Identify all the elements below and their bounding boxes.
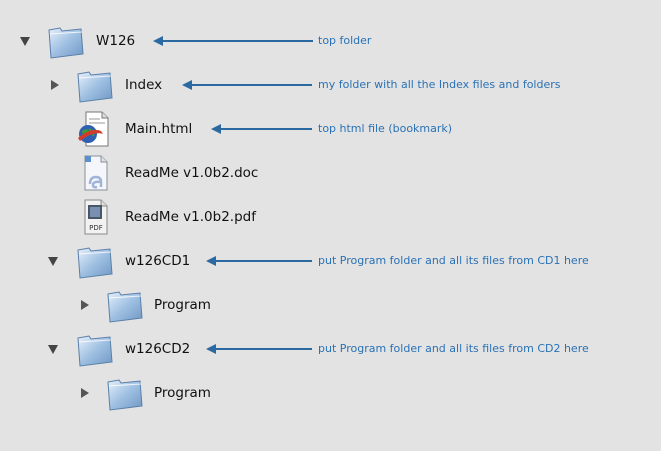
pdf-badge-text: PDF (89, 224, 103, 232)
item-label[interactable]: w126CD1 (125, 253, 191, 269)
tree-row-program-cd1[interactable]: Program (0, 283, 661, 327)
tree-row-w126cd1[interactable]: w126CD1 put Program folder and all its f… (0, 239, 661, 283)
folder-icon[interactable] (105, 373, 145, 413)
disclosure-triangle-expanded-icon[interactable] (48, 345, 58, 354)
disclosure-triangle-collapsed-icon[interactable] (81, 300, 89, 310)
tree-row-readme-doc[interactable]: ReadMe v1.0b2.doc (0, 151, 661, 195)
folder-icon[interactable] (46, 21, 86, 61)
item-label[interactable]: ReadMe v1.0b2.doc (125, 165, 259, 181)
pointer-arrow (206, 256, 312, 266)
pointer-arrow (182, 80, 312, 90)
item-label[interactable]: Program (154, 297, 211, 313)
annotation-label: my folder with all the Index files and f… (318, 78, 561, 91)
folder-icon[interactable] (75, 329, 115, 369)
annotation-label: put Program folder and all its files fro… (318, 254, 589, 267)
folder-icon[interactable] (75, 241, 115, 281)
item-label[interactable]: Program (154, 385, 211, 401)
tree-row-readme-pdf[interactable]: PDF ReadMe v1.0b2.pdf (0, 195, 661, 239)
item-label[interactable]: Main.html (125, 121, 193, 137)
pointer-arrow (211, 124, 312, 134)
item-label[interactable]: Index (125, 77, 163, 93)
annotation-label: top folder (318, 34, 372, 47)
tree-row-w126[interactable]: W126 top folder (0, 19, 661, 63)
pointer-arrow (153, 36, 313, 46)
disclosure-triangle-collapsed-icon[interactable] (81, 388, 89, 398)
tree-row-program-cd2[interactable]: Program (0, 371, 661, 415)
folder-icon[interactable] (105, 285, 145, 325)
disclosure-triangle-collapsed-icon[interactable] (51, 80, 59, 90)
tree-row-main-html[interactable]: Main.html top html file (bookmark) (0, 107, 661, 151)
folder-icon[interactable] (75, 65, 115, 105)
pdf-file-icon[interactable]: PDF (75, 197, 115, 237)
pointer-arrow (206, 344, 312, 354)
item-label[interactable]: ReadMe v1.0b2.pdf (125, 209, 256, 225)
disclosure-triangle-expanded-icon[interactable] (20, 37, 30, 46)
disclosure-triangle-expanded-icon[interactable] (48, 257, 58, 266)
item-label[interactable]: w126CD2 (125, 341, 191, 357)
tree-row-w126cd2[interactable]: w126CD2 put Program folder and all its f… (0, 327, 661, 371)
tree-row-index[interactable]: Index my folder with all the Index files… (0, 63, 661, 107)
html-file-icon[interactable] (75, 109, 115, 149)
annotation-label: top html file (bookmark) (318, 122, 453, 135)
annotation-label: put Program folder and all its files fro… (318, 342, 589, 355)
doc-file-icon[interactable] (75, 153, 115, 193)
item-label[interactable]: W126 (96, 33, 136, 49)
